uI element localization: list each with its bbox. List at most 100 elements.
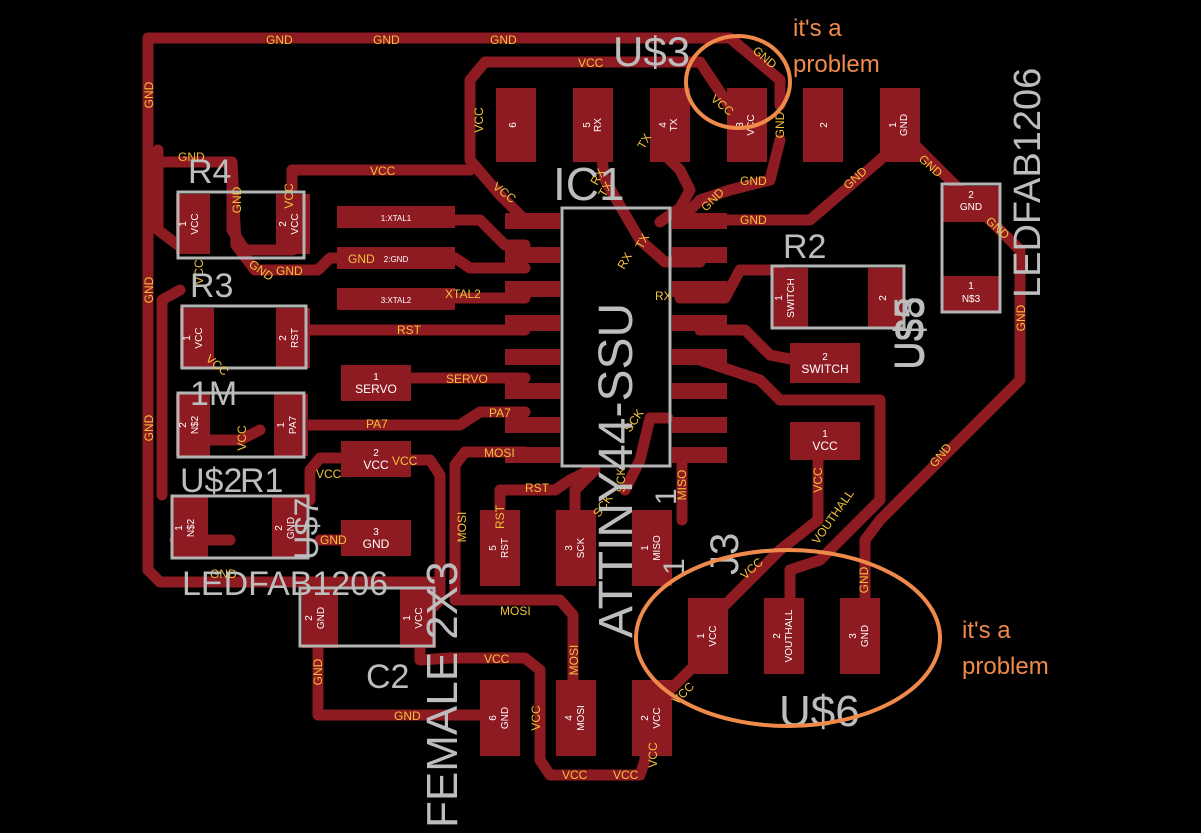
pad-label: GND xyxy=(899,114,910,136)
net-label: GND xyxy=(142,276,156,303)
pad-label: VCC xyxy=(190,213,201,234)
net-label: VCC xyxy=(484,652,510,666)
pad-label: GND xyxy=(316,607,327,629)
net-label: VCC xyxy=(472,107,486,133)
ic1-pin1-marker: 1 xyxy=(650,488,683,505)
pad-label: N$3 xyxy=(962,294,981,305)
pad-label: GND xyxy=(960,202,982,213)
net-label: PA7 xyxy=(366,417,388,431)
net-label: GND xyxy=(320,533,347,547)
net-label: XTAL2 xyxy=(445,287,481,301)
pad-label: 1 xyxy=(822,429,828,440)
pad-label: 2 xyxy=(373,448,379,459)
pad-label: VOUTHALL xyxy=(784,609,795,662)
j3-pin1-marker: 1 xyxy=(658,558,691,575)
pad-label: 1 xyxy=(640,545,651,551)
pad-label: VCC xyxy=(363,458,389,472)
net-label: VCC xyxy=(562,768,588,782)
pad-label: 3:XTAL2 xyxy=(381,296,412,305)
pad-label: 1 xyxy=(276,422,287,428)
pad-label: 1 xyxy=(696,633,707,639)
pad-label: 1 xyxy=(182,335,193,341)
net-label: SERVO xyxy=(446,372,488,386)
net-label: SCK xyxy=(614,468,628,493)
pad-label: VCC xyxy=(652,707,663,728)
pad-label: 2 xyxy=(278,221,289,227)
net-label: RST xyxy=(525,481,550,495)
net-label: VCC xyxy=(811,467,825,493)
net-label: GND xyxy=(178,150,205,164)
component-u6-label: U$6 xyxy=(779,687,860,736)
net-label: PA7 xyxy=(489,406,511,420)
pad-label: 6 xyxy=(508,122,519,128)
pad-label: 2 xyxy=(819,122,830,128)
net-label: VCC xyxy=(192,259,206,285)
net-label: MOSI xyxy=(455,512,469,543)
component-1m-label: 1M xyxy=(190,375,237,413)
net-label: GND xyxy=(276,264,303,278)
net-label: VCC xyxy=(646,742,660,768)
note-top-line2: problem xyxy=(793,51,880,78)
problem-ring-right xyxy=(634,548,942,728)
net-label: GND xyxy=(142,81,156,108)
net-label: RX xyxy=(655,289,672,303)
component-u2-label: U$2 xyxy=(180,462,242,500)
net-label: GND xyxy=(142,414,156,441)
component-r3-label: R3 xyxy=(190,267,233,305)
component-female-label: FEMALE 2X3 xyxy=(418,561,467,828)
net-label: VCC xyxy=(282,183,296,209)
pad-label: GND xyxy=(500,707,511,729)
pad-label: 1 xyxy=(774,295,785,301)
pad-label: 6 xyxy=(488,715,499,721)
net-label: TX xyxy=(595,179,615,199)
pad-label: N$2 xyxy=(186,518,197,537)
pad-label: 2 xyxy=(878,295,889,301)
note-right-line1: it's a xyxy=(962,617,1011,644)
component-led-left-label: LEDFAB1206 xyxy=(182,565,388,603)
pad-label: 1 xyxy=(402,615,413,621)
pad-label: VCC xyxy=(414,607,425,628)
net-label: GND xyxy=(373,33,400,47)
pad-label: GND xyxy=(363,537,390,551)
pad-label: RST xyxy=(500,538,511,558)
pad-label: VCC xyxy=(194,327,205,348)
pad-label: N$2 xyxy=(190,415,201,434)
net-label: GND xyxy=(210,567,237,581)
net-label: VCC xyxy=(392,454,418,468)
pad-label: VCC xyxy=(708,625,719,646)
component-labels: U$3 IC1 ATTINY44-SSU 1 R4 R3 1M U$2 R1 U… xyxy=(180,28,1049,828)
net-label: GND xyxy=(348,252,375,266)
pad-label: 2 xyxy=(178,422,189,428)
pad-label: 1 xyxy=(178,221,189,227)
pad-label: GND xyxy=(286,517,297,539)
component-u7-label: U$7 xyxy=(288,498,326,560)
pad-label: 2 xyxy=(304,615,315,621)
net-label: GND xyxy=(740,174,767,188)
pad-label: RST xyxy=(290,328,301,348)
net-label: VCC xyxy=(529,705,543,731)
pad-label: 1 xyxy=(174,525,185,531)
problem-ring-top xyxy=(684,34,792,130)
pad-label: 1:XTAL1 xyxy=(381,214,412,223)
net-label: VCC xyxy=(370,164,396,178)
pad-label: 2 xyxy=(822,352,828,363)
pad-label: 2 xyxy=(772,633,783,639)
pad-label: VCC xyxy=(290,213,301,234)
pad-label: SERVO xyxy=(355,382,397,396)
component-r1-label: R1 xyxy=(240,462,283,500)
pad-label: VCC xyxy=(812,439,838,453)
pad-label: 2 xyxy=(968,190,974,201)
net-label: RST xyxy=(493,504,507,529)
pad-label: GND xyxy=(860,625,871,647)
copper-pads xyxy=(172,88,1000,756)
net-label: GND xyxy=(1014,304,1028,331)
pad-label: 2 xyxy=(278,335,289,341)
component-u8-label: U$8 xyxy=(889,297,933,370)
net-label: VCC xyxy=(316,467,342,481)
component-ic1-label: IC1 xyxy=(553,158,625,210)
net-label: GND xyxy=(230,186,244,213)
net-label: VCC xyxy=(235,425,249,451)
pad-label: 3 xyxy=(848,633,859,639)
net-label: GND xyxy=(311,658,325,685)
pad-label: PA7 xyxy=(288,415,299,434)
